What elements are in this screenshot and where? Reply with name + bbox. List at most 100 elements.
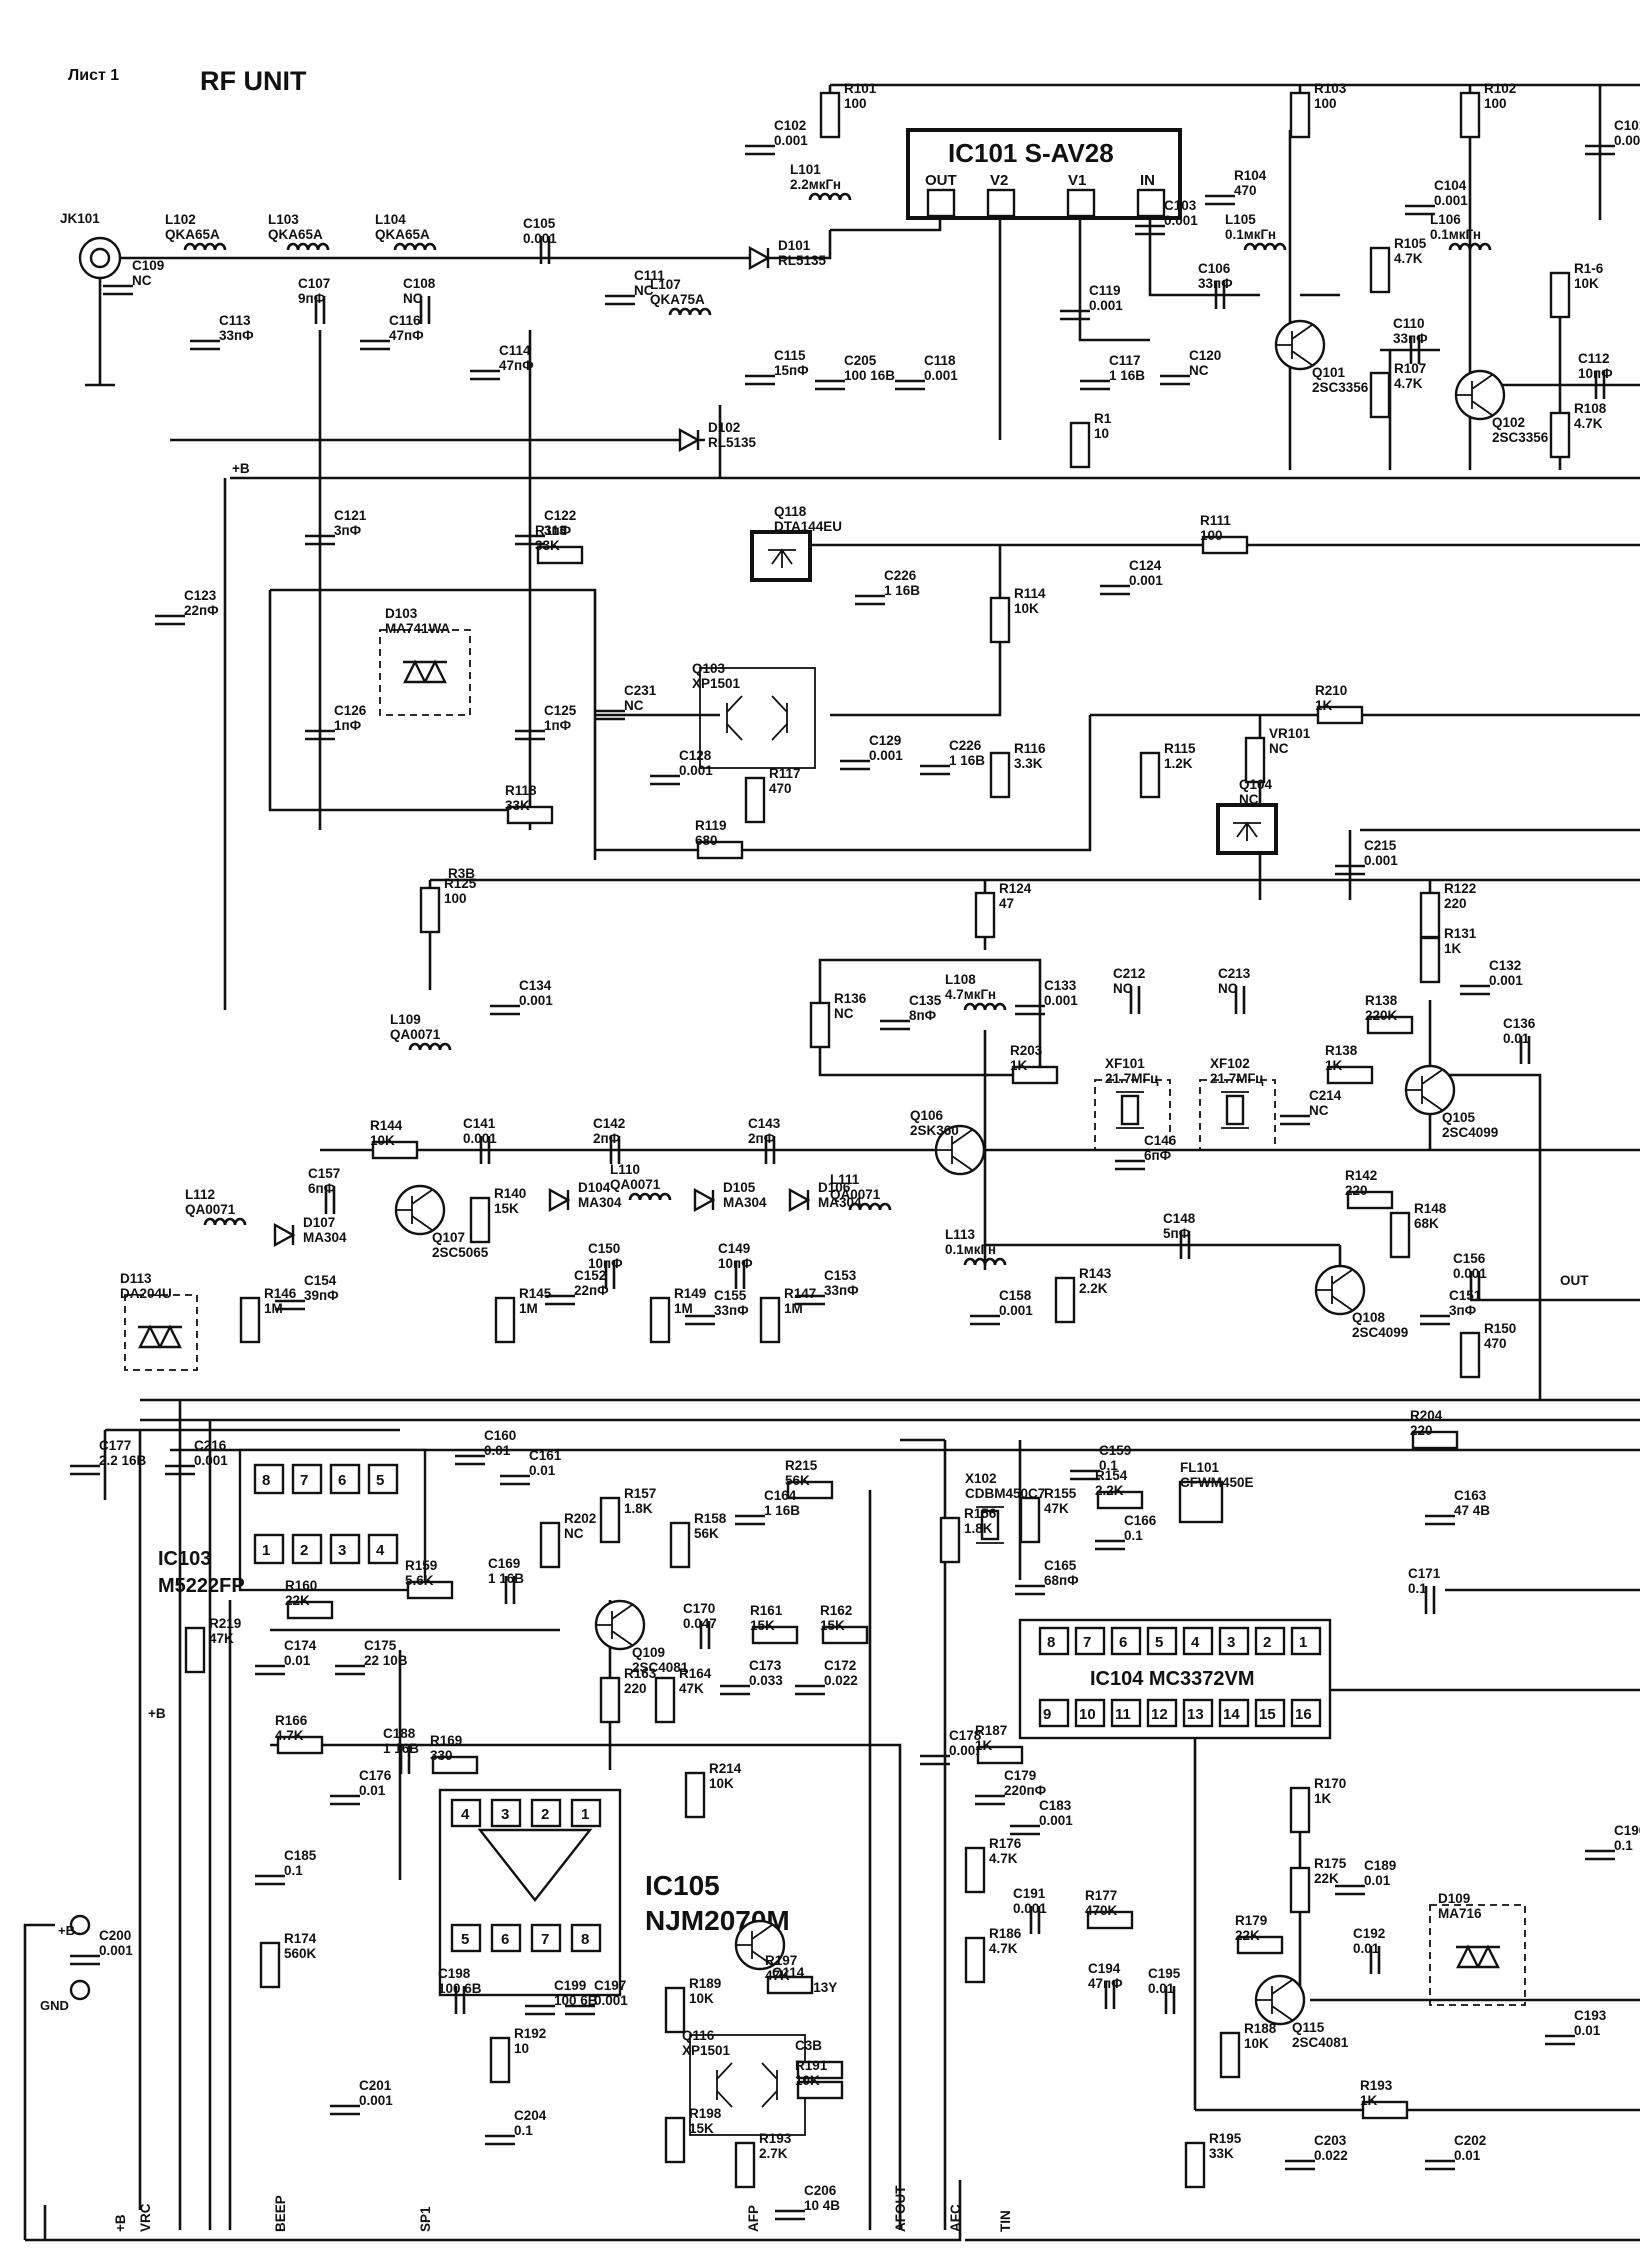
r108-value: 4.7K — [1574, 416, 1603, 431]
c174-value: 0.01 — [284, 1653, 311, 1668]
r136-ref: R136 — [834, 991, 867, 1006]
d104-value: MA304 — [578, 1195, 622, 1210]
c204-value: 0.1 — [514, 2123, 533, 2138]
l104-ref: L104 — [375, 212, 406, 227]
r1-ref: R1 — [1094, 411, 1112, 426]
l106-ref: L106 — [1430, 212, 1461, 227]
power-connector[interactable]: +B GND — [40, 1914, 91, 2013]
c176-ref: C176 — [359, 1768, 392, 1783]
l110-ref: L110 — [610, 1162, 640, 1177]
ic101-pin-v2: V2 — [990, 172, 1008, 189]
c176-value: 0.01 — [359, 1783, 386, 1798]
d104-ref: D104 — [578, 1180, 611, 1195]
r214-ref: R214 — [709, 1761, 742, 1776]
q115-value: 2SC4081 — [1292, 2035, 1349, 2050]
c128-ref: C128 — [679, 748, 712, 763]
r179-ref: R179 — [1235, 1913, 1267, 1928]
ic104-pin-10: 10 — [1079, 1706, 1096, 1723]
c102-ref: C102 — [774, 118, 806, 133]
ic104-pin-2: 2 — [1263, 1634, 1271, 1651]
q106-ref: Q106 — [910, 1108, 944, 1123]
c206-ref: C206 — [804, 2183, 837, 2198]
c151-value: 3пФ — [1449, 1303, 1477, 1318]
bottom-label-afout: AFOUT — [893, 2185, 908, 2232]
r169-value: 330 — [430, 1748, 453, 1763]
q105-value: 2SC4099 — [1442, 1125, 1498, 1140]
c142-ref: C142 — [593, 1116, 625, 1131]
c173-value: 0.033 — [749, 1673, 783, 1688]
c197-ref: C197 — [594, 1978, 626, 1993]
c3b-ref: C3B — [795, 2038, 822, 2053]
ic103-pin-5: 5 — [376, 1472, 384, 1489]
c171-ref: C171 — [1408, 1566, 1441, 1581]
c146-value: 6пФ — [1144, 1148, 1172, 1163]
ic103: 8 7 6 5 1 2 3 4 IC103 M5222FP — [158, 1448, 427, 1597]
l111-ref: L111 — [830, 1172, 860, 1187]
q109-value: 2SC4081 — [632, 1660, 689, 1675]
c195-ref: C195 — [1148, 1966, 1181, 1981]
c175-value: 22 10В — [364, 1653, 408, 1668]
c110-value: 33пФ — [1393, 331, 1428, 346]
c115-ref: C115 — [774, 348, 806, 363]
r104-value: 470 — [1234, 183, 1257, 198]
ic103-pin-2: 2 — [300, 1542, 308, 1559]
ic101-pin-in: IN — [1140, 172, 1155, 189]
c125-ref: C125 — [544, 703, 577, 718]
ic105-pin-8: 8 — [581, 1931, 589, 1948]
c136-value: 0.01 — [1503, 1031, 1530, 1046]
d113-value: DA204U — [120, 1286, 172, 1301]
c150-value: 10пФ — [588, 1256, 623, 1271]
d105-ref: D105 — [723, 1180, 756, 1195]
q103-package — [699, 667, 816, 769]
conn-plus-b-label: +B — [58, 1923, 75, 1938]
c159-value: 0.1 — [1099, 1458, 1118, 1473]
q108-ref: Q108 — [1352, 1310, 1386, 1325]
r113-ref: R113 — [535, 523, 567, 538]
bottom-label-beep: BEEP — [273, 2195, 288, 2232]
c109-value: NC — [132, 273, 152, 288]
r149-ref: R149 — [674, 1286, 706, 1301]
ic103-pin-8: 8 — [262, 1472, 270, 1489]
jk101-jack[interactable] — [78, 236, 122, 387]
c116-value: 47пФ — [389, 328, 424, 343]
q118-ref: Q118 — [774, 504, 807, 519]
c200-ref: C200 — [99, 1928, 131, 1943]
c231-ref: C231 — [624, 683, 657, 698]
r198-ref: R198 — [689, 2106, 722, 2121]
r107-ref: R107 — [1394, 361, 1426, 376]
c226b-value: 1 16В — [949, 753, 985, 768]
r102-value: 100 — [1484, 96, 1507, 111]
